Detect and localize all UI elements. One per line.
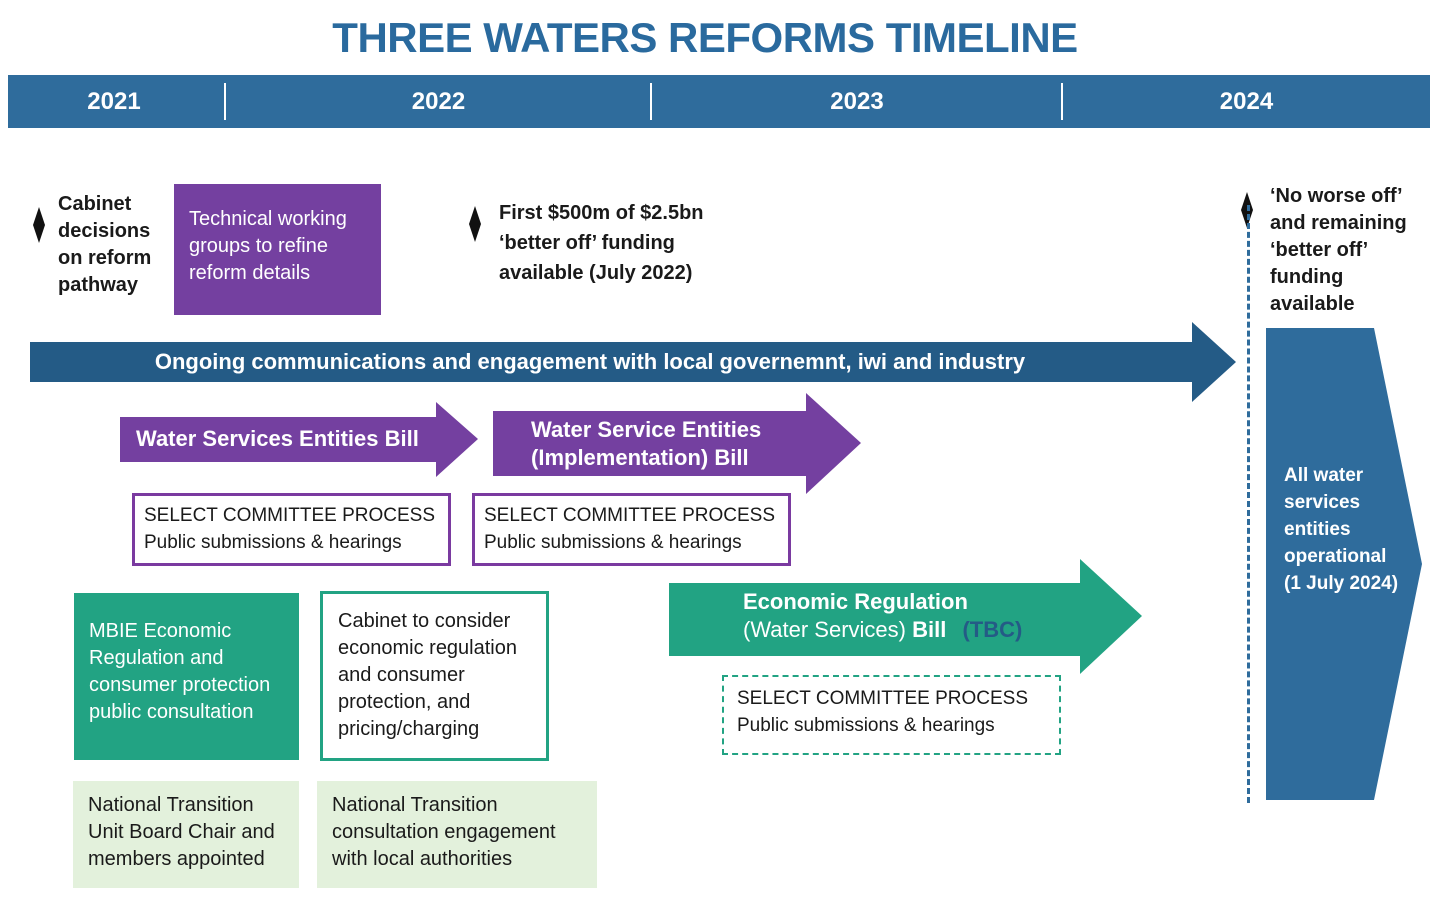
technical-working-groups-box: Technical working groups to refine refor… — [174, 184, 381, 315]
box-line: consultation engagement — [332, 821, 556, 843]
box-line: Cabinet to consider — [338, 610, 511, 632]
arrow-label-bold: Bill — [912, 617, 947, 642]
milestone-cabinet-decisions: Cabinet decisions on reform pathway — [58, 191, 168, 299]
box-line: with local authorities — [332, 848, 513, 870]
implementation-bill-label: Water Service Entities (Implementation) … — [531, 416, 831, 472]
label-line: (1 July 2024) — [1284, 573, 1399, 594]
label-line: operational — [1284, 546, 1387, 567]
milestone-line: funding — [1270, 266, 1344, 288]
year-2021: 2021 — [87, 88, 141, 115]
year-divider — [224, 83, 226, 120]
select-committee-subtitle: Public submissions & hearings — [144, 532, 402, 553]
mbie-consultation-box: MBIE Economic Regulation and consumer pr… — [74, 593, 299, 760]
page-title: THREE WATERS REFORMS TIMELINE — [332, 14, 1078, 61]
box-line: Unit Board Chair and — [88, 821, 275, 843]
box-line: reform details — [189, 262, 311, 284]
box-line: MBIE Economic — [89, 620, 232, 642]
arrow-label-line: (Implementation) Bill — [531, 445, 749, 470]
select-committee-box-3: SELECT COMMITTEE PROCESS Public submissi… — [722, 675, 1061, 755]
ongoing-communications-label: Ongoing communications and engagement wi… — [154, 349, 1026, 374]
year-divider — [1061, 83, 1063, 120]
ongoing-communications-arrow — [30, 322, 1236, 402]
target-date-dashed-line — [1247, 205, 1250, 803]
milestone-diamond-icon — [469, 206, 481, 242]
select-committee-title: SELECT COMMITTEE PROCESS — [144, 505, 436, 526]
select-committee-title: SELECT COMMITTEE PROCESS — [737, 688, 1029, 709]
year-2024: 2024 — [1219, 88, 1274, 115]
milestone-line: pathway — [58, 274, 139, 296]
box-line: public consultation — [89, 701, 254, 723]
arrow-label-line: Economic Regulation — [743, 589, 968, 614]
national-transition-consultation-box: National Transition consultation engagem… — [317, 781, 597, 888]
box-line: groups to refine — [189, 235, 328, 257]
box-line: consumer protection — [89, 674, 271, 696]
year-divider — [650, 83, 652, 120]
select-committee-title: SELECT COMMITTEE PROCESS — [484, 505, 776, 526]
box-line: protection, and — [338, 691, 471, 713]
select-committee-subtitle: Public submissions & hearings — [484, 532, 742, 553]
implementation-bill-arrow — [493, 393, 861, 494]
label-line: All water — [1284, 465, 1364, 486]
box-line: and consumer — [338, 664, 465, 686]
milestone-diamond-icon — [33, 207, 45, 243]
economic-regulation-bill-label: Economic Regulation (Water Services) Bil… — [743, 588, 1103, 644]
water-services-entities-bill-arrow — [120, 402, 478, 477]
cabinet-consider-box: Cabinet to consider economic regulation … — [320, 591, 549, 761]
economic-regulation-bill-arrow — [669, 559, 1142, 674]
box-line: pricing/charging — [338, 718, 480, 740]
milestone-line: decisions — [58, 220, 151, 242]
box-line: National Transition — [332, 794, 498, 816]
select-committee-subtitle: Public submissions & hearings — [737, 715, 995, 736]
water-services-entities-bill-label: Water Services Entities Bill — [136, 426, 419, 451]
milestone-line: Cabinet — [58, 193, 132, 215]
milestone-line: ‘No worse off’ — [1270, 185, 1403, 207]
milestone-line: ‘better off’ — [1270, 239, 1369, 261]
arrow-label-light: (Water Services) — [743, 617, 906, 642]
all-entities-operational-label: All water services entities operational … — [1284, 462, 1414, 597]
box-line: members appointed — [88, 848, 265, 870]
year-bar: 2021 2022 2023 2024 — [8, 75, 1430, 128]
box-line: National Transition — [88, 794, 254, 816]
year-2022: 2022 — [411, 88, 466, 115]
box-line: economic regulation — [338, 637, 517, 659]
milestone-line: on reform — [58, 247, 152, 269]
all-entities-operational-chevron — [1266, 328, 1422, 800]
box-line: Regulation and — [89, 647, 224, 669]
arrow-label-line: (Water Services) Bill (TBC) — [743, 616, 1103, 644]
milestone-line: available (July 2022) — [499, 262, 693, 284]
milestone-first-funding: First $500m of $2.5bn ‘better off’ fundi… — [499, 198, 769, 288]
national-transition-board-box: National Transition Unit Board Chair and… — [73, 781, 299, 888]
milestone-line: First $500m of $2.5bn — [499, 202, 704, 224]
tbc-label: (TBC) — [962, 617, 1023, 642]
year-2023: 2023 — [830, 88, 884, 115]
milestone-line: available — [1270, 293, 1355, 315]
milestone-no-worse-off: ‘No worse off’ and remaining ‘better off… — [1270, 183, 1430, 318]
label-line: services — [1284, 492, 1361, 513]
select-committee-box-1: SELECT COMMITTEE PROCESS Public submissi… — [132, 493, 451, 566]
milestone-line: and remaining — [1270, 212, 1407, 234]
label-line: entities — [1284, 519, 1351, 540]
milestone-line: ‘better off’ funding — [499, 232, 675, 254]
select-committee-box-2: SELECT COMMITTEE PROCESS Public submissi… — [472, 493, 791, 566]
arrow-label-line: Water Service Entities — [531, 417, 762, 442]
box-line: Technical working — [189, 208, 347, 230]
